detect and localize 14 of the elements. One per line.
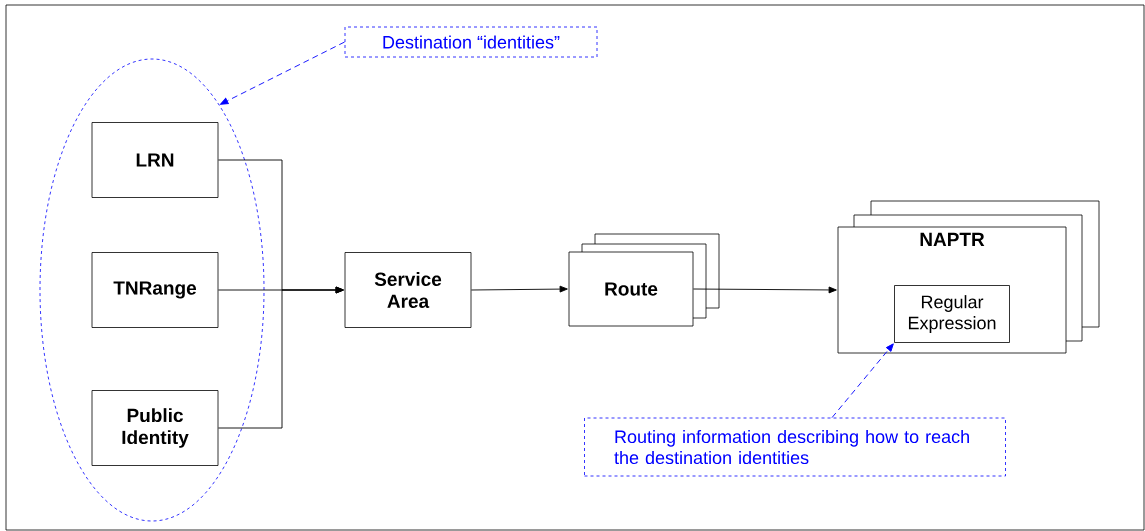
process-box: Service Area	[344, 252, 472, 328]
process-box: Public Identity	[91, 390, 219, 466]
callout-box: Destination “identities”	[344, 26, 598, 58]
arrow	[831, 343, 894, 419]
process-box: LRN	[91, 122, 219, 198]
callout-box: Routing information describing how to reach the destination identities	[584, 417, 1006, 477]
arrow	[220, 41, 346, 105]
process-box: TNRange	[91, 252, 219, 328]
dashed-ellipse	[39, 58, 265, 522]
stacked-box: Route	[568, 233, 720, 327]
arrow	[217, 286, 344, 429]
arrow	[692, 286, 837, 294]
arrow	[470, 285, 568, 293]
process-box: Regular Expression	[894, 285, 1010, 343]
